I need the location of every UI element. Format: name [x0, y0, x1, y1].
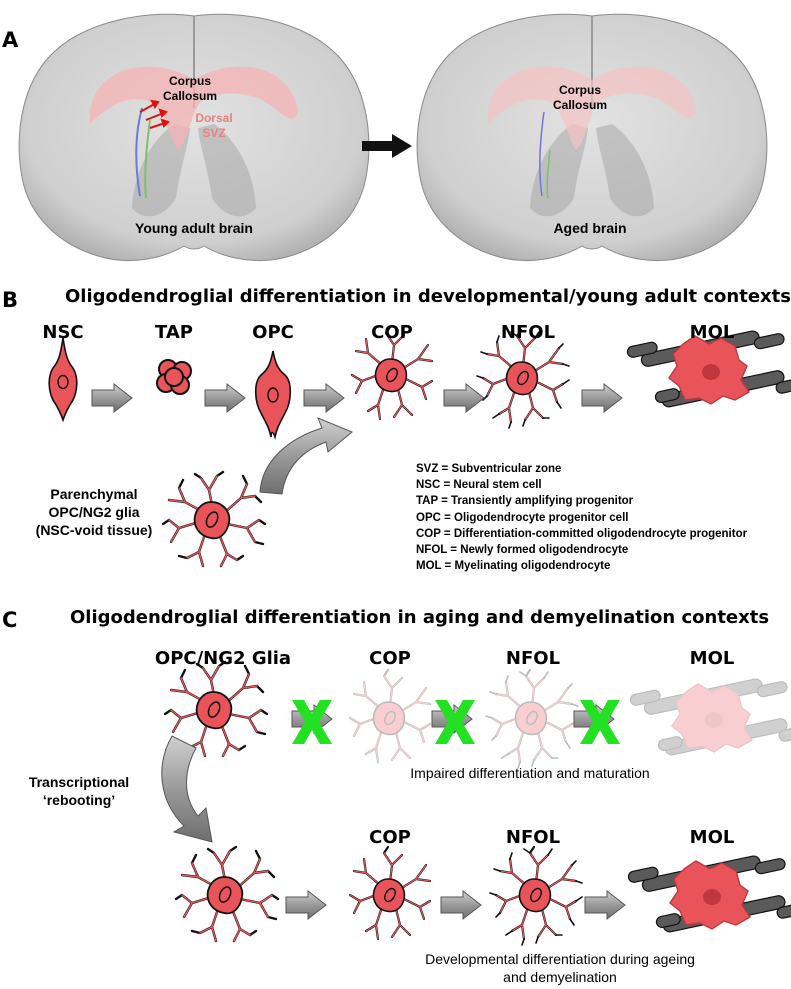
svz-label: Dorsal SVZ: [190, 111, 238, 141]
stage-label-mol-top: MOL: [689, 648, 735, 669]
aged-corpus-callosum-overlay: [488, 66, 696, 150]
stage-label-cop-bottom: COP: [369, 827, 411, 848]
stage-label-nsc: NSC: [42, 322, 84, 343]
stage-label-opc: OPC: [252, 322, 294, 343]
mol-cell-rebooted: [626, 854, 791, 934]
developmental-note: Developmental differentiation during age…: [380, 950, 740, 986]
arrow-rebooted-3: [584, 890, 626, 920]
abbr-mol: MOL = Myelinating oligodendrocyte: [416, 560, 611, 573]
impaired-note: Impaired differentiation and maturation: [410, 765, 650, 781]
parenchymal-line3: (NSC-void tissue): [35, 522, 153, 538]
panel-c-title: Oligodendroglial differentiation in agin…: [70, 607, 770, 628]
mol-cell-faded: [628, 677, 791, 757]
abbr-nsc: NSC = Neural stem cell: [416, 479, 542, 492]
migration-arrows: [139, 99, 170, 129]
nfol-cell: [477, 330, 569, 428]
tap-cell-cluster: [156, 359, 192, 395]
svz-label-line1: Dorsal: [195, 111, 233, 125]
abbr-tap: TAP = Transiently amplifying progenitor: [416, 495, 634, 508]
corpus-callosum-overlay: [90, 66, 298, 150]
svz-label-line2: SVZ: [202, 126, 226, 140]
arrow-rebooted-2: [440, 890, 482, 920]
cc-label-aged: Corpus Callosum: [550, 83, 610, 113]
cc-label-young: Corpus Callosum: [160, 74, 220, 104]
cop-cell-faded: [348, 668, 432, 764]
nfol-cell-faded: [486, 670, 578, 768]
cc-label-aged-line2: Callosum: [552, 98, 607, 112]
cc-label-young-line2: Callosum: [162, 89, 217, 103]
developmental-note-line2: and demyelination: [503, 969, 617, 985]
rebooting-label: Transcriptional ‘rebooting’: [4, 773, 154, 809]
aged-brain-image: [416, 13, 768, 262]
arrow-nfol-mol: [581, 383, 623, 413]
rebooting-line1: Transcriptional: [28, 774, 130, 790]
nsc-cell: [48, 337, 78, 423]
parenchymal-ng2-cell: [161, 470, 267, 568]
cop-cell-rebooted: [348, 845, 432, 941]
cc-label-young-line1: Corpus: [169, 74, 211, 88]
arrow-cop-nfol: [443, 383, 485, 413]
rebooting-arrow: [161, 735, 213, 843]
stage-label-mol: MOL: [689, 322, 735, 343]
parenchymal-line1: Parenchymal: [50, 486, 138, 502]
abbr-cop: COP = Differentiation-committed oligoden…: [416, 527, 748, 540]
cc-label-aged-line1: Corpus: [559, 83, 601, 97]
stage-label-mol-bottom: MOL: [689, 827, 735, 848]
young-adult-caption: Young adult brain: [135, 220, 253, 236]
panel-c-letter: C: [2, 608, 18, 632]
young-adult-brain-image: [18, 13, 370, 262]
stage-label-cop-top: COP: [369, 648, 411, 669]
curved-arrow-parenchymal-to-cop: [259, 417, 353, 495]
rebooting-line2: ‘rebooting’: [42, 792, 116, 808]
stage-label-nfol: NFOL: [500, 322, 556, 343]
opc-cell: [254, 350, 292, 441]
stage-label-tap: TAP: [154, 322, 193, 343]
abbreviation-legend: SVZ = Subventricular zone NSC = Neural s…: [416, 461, 747, 574]
parenchymal-line2: OPC/NG2 glia: [48, 504, 140, 520]
arrow-rebooted-1: [285, 890, 327, 920]
abbr-svz: SVZ = Subventricular zone: [416, 463, 562, 475]
parenchymal-label: Parenchymal OPC/NG2 glia (NSC-void tissu…: [18, 485, 170, 539]
arrow-opc-cop: [303, 383, 345, 413]
abbr-opc: OPC = Oligodendrocyte progenitor cell: [416, 511, 629, 524]
stage-label-nfol-bottom: NFOL: [505, 827, 561, 848]
panel-b-title: Oligodendroglial differentiation in deve…: [65, 286, 791, 307]
aging-arrow: [362, 134, 412, 158]
stage-label-nfol-top: NFOL: [505, 648, 561, 669]
developmental-note-line1: Developmental differentiation during age…: [425, 951, 695, 967]
nfol-cell-rebooted: [490, 847, 582, 945]
abbr-nfol: NFOL = Newly formed oligodendrocyte: [416, 544, 629, 557]
stage-label-cop: COP: [371, 322, 413, 343]
panel-a-letter: A: [2, 28, 19, 52]
arrow-tap-opc: [204, 383, 246, 413]
ventricle-outline: [135, 107, 143, 197]
arrow-nsc-tap: [91, 383, 133, 413]
rebooted-opc-cell: [174, 845, 280, 943]
svz-outline: [144, 119, 151, 199]
aged-caption: Aged brain: [553, 220, 627, 236]
stage-label-opc-ng2: OPC/NG2 Glia: [154, 648, 292, 669]
panel-b-letter: B: [2, 288, 19, 312]
